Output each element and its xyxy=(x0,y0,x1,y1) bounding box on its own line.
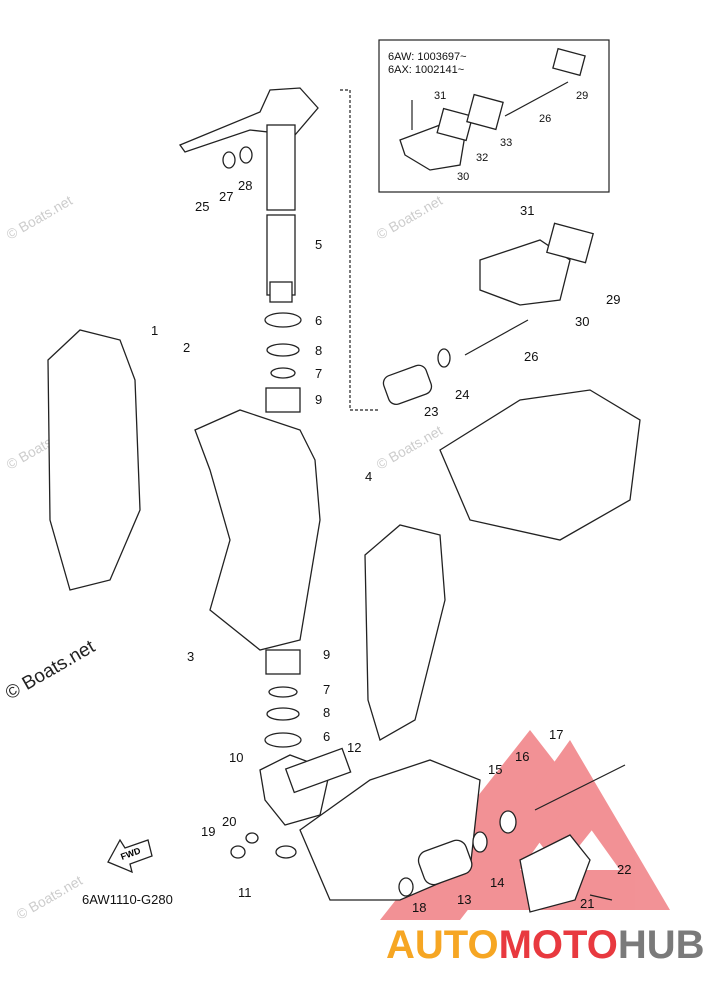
callout: 1 xyxy=(151,323,158,338)
callout: 12 xyxy=(347,740,361,755)
callout: 2 xyxy=(183,340,190,355)
callout: 27 xyxy=(219,189,233,204)
guide-line xyxy=(340,89,380,411)
callout: 9 xyxy=(323,647,330,662)
swivel-bracket xyxy=(194,409,321,651)
svg-text:© Boats.net: © Boats.net xyxy=(374,192,446,243)
washers-bushings xyxy=(222,146,302,748)
callout-labels: 1 2 3 4 5 6 7 8 9 6 7 8 9 10 11 12 13 14… xyxy=(151,90,631,915)
callout: 28 xyxy=(238,178,252,193)
callout: 30 xyxy=(457,171,469,183)
callout: 21 xyxy=(580,896,594,911)
callout: 22 xyxy=(617,862,631,877)
callout: 16 xyxy=(515,749,529,764)
callout: 9 xyxy=(315,392,322,407)
diagram-code: 6AW1110-G280 xyxy=(82,892,173,907)
callout: 6 xyxy=(323,729,330,744)
steering-arm xyxy=(178,87,319,303)
callout: 25 xyxy=(195,199,209,214)
svg-text:© Boats.net: © Boats.net xyxy=(14,872,86,923)
callout: 24 xyxy=(455,387,469,402)
callout: 7 xyxy=(315,366,322,381)
callout: 4 xyxy=(365,469,372,484)
callout: 7 xyxy=(323,682,330,697)
automotohub-logo: AUTOMOTOHUB xyxy=(386,923,705,967)
callout: 3 xyxy=(187,649,194,664)
callout: 10 xyxy=(229,750,243,765)
callout: 29 xyxy=(606,292,620,307)
svg-text:© Boats.net: © Boats.net xyxy=(374,422,446,473)
inset-serial-1: 6AW: 1003697~ xyxy=(388,51,467,63)
callout: 11 xyxy=(238,885,252,900)
callout: 14 xyxy=(490,875,504,890)
callout: 18 xyxy=(412,900,426,915)
clamp-bracket-left xyxy=(47,329,141,591)
fwd-arrow-icon: FWD xyxy=(107,838,153,874)
clamp-bracket-right xyxy=(364,524,446,741)
callout: 32 xyxy=(476,152,488,164)
callout: 33 xyxy=(500,137,512,149)
callout: 19 xyxy=(201,824,215,839)
callout: 13 xyxy=(457,892,471,907)
callout: 30 xyxy=(575,314,589,329)
inset-parts xyxy=(399,47,586,171)
svg-text:© Boats.net: © Boats.net xyxy=(4,192,76,243)
callout: 5 xyxy=(315,237,322,252)
inset-serial-2: 6AX: 1002141~ xyxy=(388,64,464,76)
callout: 31 xyxy=(434,90,446,102)
callout: 23 xyxy=(424,404,438,419)
callout: 31 xyxy=(520,203,534,218)
engine-mount-plate xyxy=(382,222,641,541)
callout: 17 xyxy=(549,727,563,742)
callout: 26 xyxy=(524,349,538,364)
callout: 15 xyxy=(488,762,502,777)
callout: 20 xyxy=(222,814,236,829)
inset-box xyxy=(378,39,610,193)
callout: 8 xyxy=(315,343,322,358)
callout: 8 xyxy=(323,705,330,720)
boats-net-watermark: © Boats.net xyxy=(2,636,99,704)
callout: 6 xyxy=(315,313,322,328)
callout: 29 xyxy=(576,90,588,102)
callout: 26 xyxy=(539,113,551,125)
lower-mount xyxy=(230,747,626,913)
